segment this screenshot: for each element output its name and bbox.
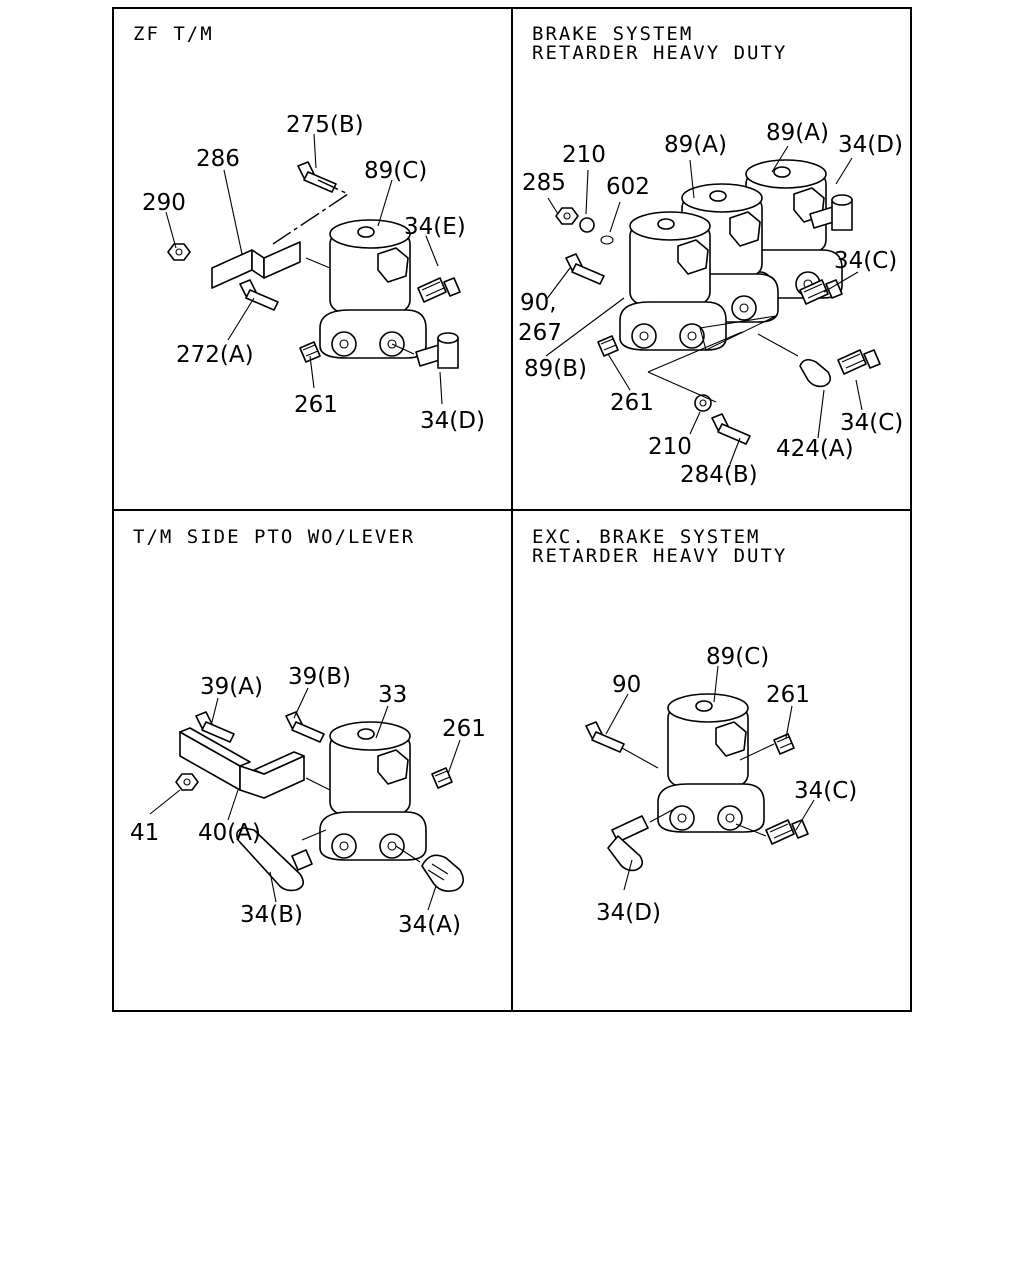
- callout: 34(D): [838, 132, 903, 158]
- panel-exc-brake-retarder: EXC. BRAKE SYSTEM RETARDER HEAVY DUTY 89…: [532, 526, 857, 926]
- callout: 89(B): [524, 356, 587, 382]
- callout: 272(A): [176, 342, 254, 368]
- panel-title-line: RETARDER HEAVY DUTY: [532, 545, 787, 567]
- callout: 290: [142, 190, 186, 216]
- panel-title-line: RETARDER HEAVY DUTY: [532, 42, 787, 64]
- callout: 34(E): [404, 214, 466, 240]
- callout: 602: [606, 174, 650, 200]
- panel-title-line: EXC. BRAKE SYSTEM: [532, 526, 760, 548]
- bracket: [211, 241, 301, 289]
- panel-brake-retarder: BRAKE SYSTEM RETARDER HEAVY DUTY: [518, 23, 903, 488]
- bracket: [179, 727, 305, 799]
- panel-grid: [112, 7, 912, 1012]
- panel-title: T/M SIDE PTO WO/LEVER: [133, 526, 415, 548]
- callout: 275(B): [286, 112, 364, 138]
- panel-title: ZF T/M: [133, 23, 214, 45]
- callout: 210: [648, 434, 692, 460]
- callout: 34(B): [240, 902, 303, 928]
- callout: 267: [518, 320, 562, 346]
- callout: 261: [766, 682, 810, 708]
- callout: 89(A): [664, 132, 727, 158]
- callout: 41: [130, 820, 159, 846]
- callout: 424(A): [776, 436, 854, 462]
- callout: 39(A): [200, 674, 263, 700]
- callout: 261: [442, 716, 486, 742]
- panel-tm-side-pto: T/M SIDE PTO WO/LEVER: [130, 526, 486, 938]
- elbow-hose-fitting: [607, 815, 649, 872]
- callout: 34(D): [596, 900, 661, 926]
- callout: 90: [612, 672, 641, 698]
- elbow-hose-fitting: [421, 854, 464, 892]
- callout: 89(A): [766, 120, 829, 146]
- callout: 34(D): [420, 408, 485, 434]
- straight-hose-fitting: [236, 827, 313, 892]
- callout: 90,: [520, 290, 557, 316]
- callout: 34(A): [398, 912, 461, 938]
- callout: 89(C): [364, 158, 427, 184]
- callout: 210: [562, 142, 606, 168]
- callout: 89(C): [706, 644, 769, 670]
- callout: 33: [378, 682, 407, 708]
- callout: 285: [522, 170, 566, 196]
- callout: 34(C): [840, 410, 903, 436]
- callout: 39(B): [288, 664, 351, 690]
- callout: 286: [196, 146, 240, 172]
- callout: 261: [294, 392, 338, 418]
- callout: 261: [610, 390, 654, 416]
- panel-title-line: BRAKE SYSTEM: [532, 23, 693, 45]
- callout: 40(A): [198, 820, 261, 846]
- panel-zf-tm: ZF T/M 275(B) 286 89(C) 290 34(: [133, 23, 485, 434]
- callout: 34(C): [834, 248, 897, 274]
- callout: 34(C): [794, 778, 857, 804]
- callout: 284(B): [680, 462, 758, 488]
